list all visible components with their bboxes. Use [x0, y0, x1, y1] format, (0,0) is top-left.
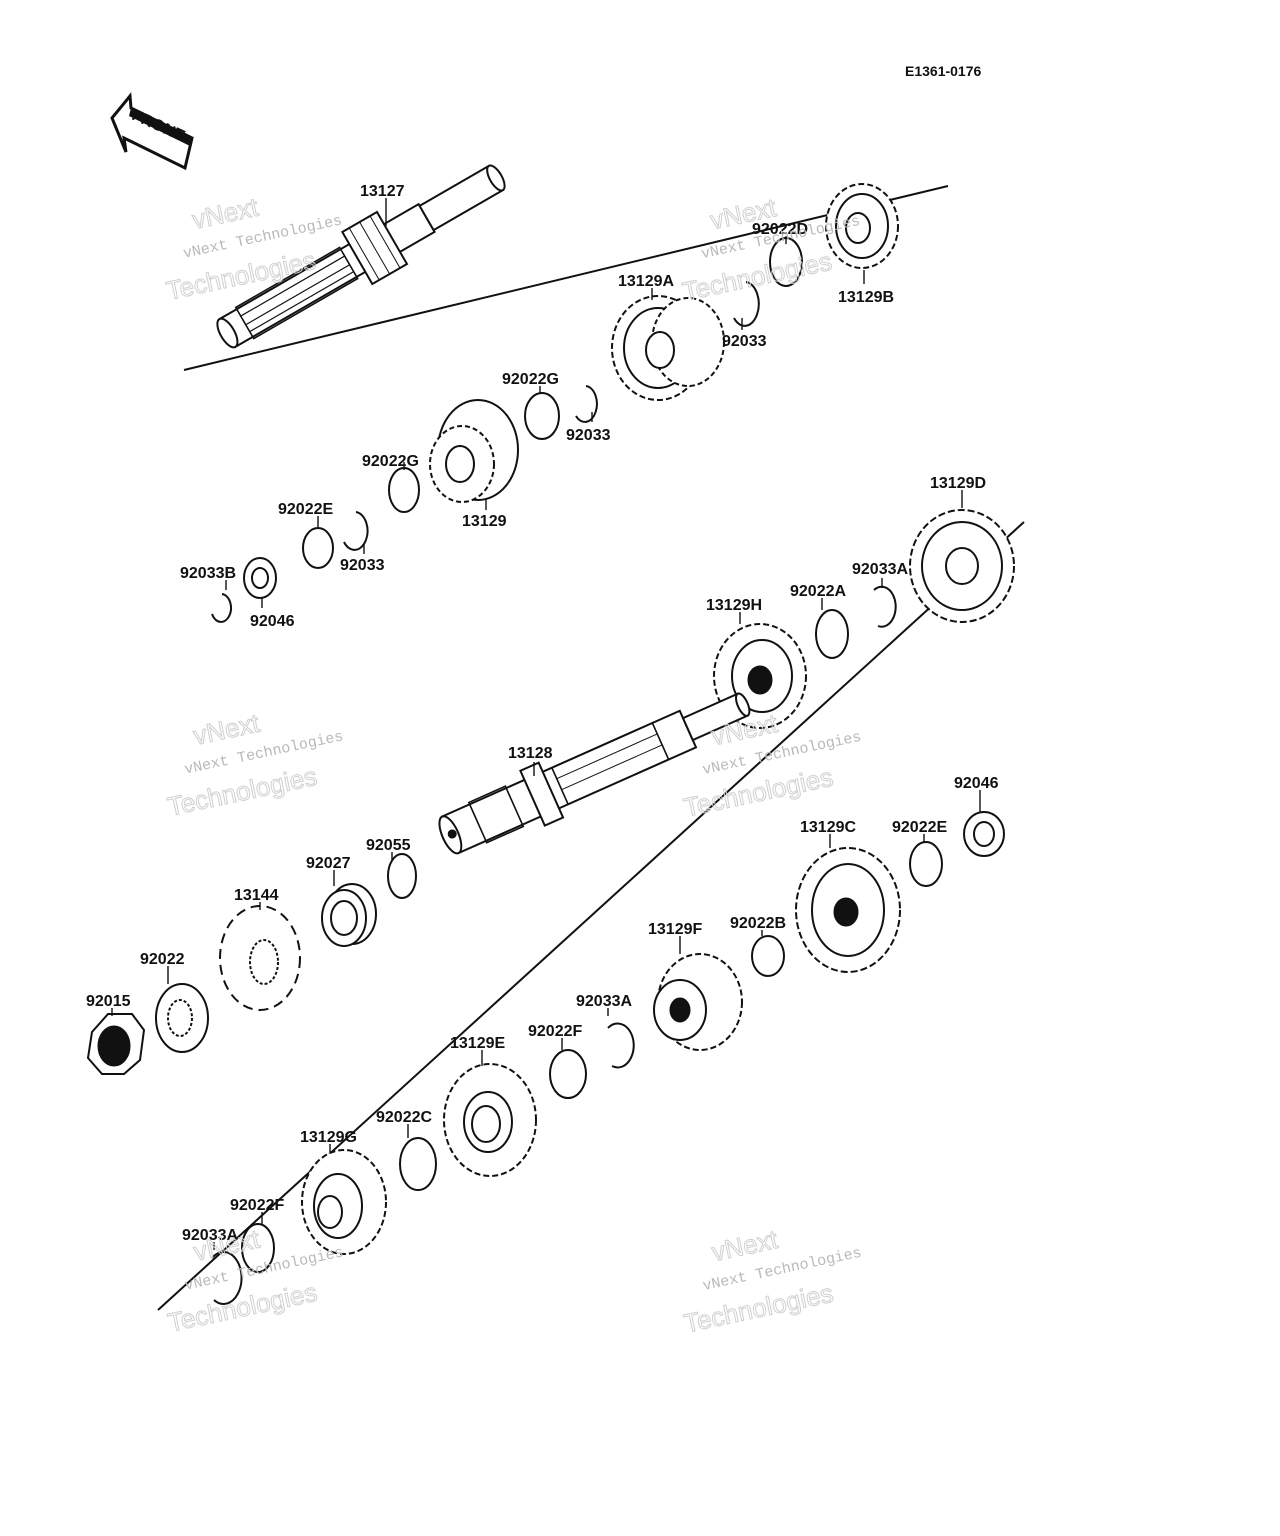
callout-92015: 92015: [86, 993, 131, 1010]
callout-92033-lower: 92033: [340, 557, 385, 574]
part-92033-lower[interactable]: [343, 511, 369, 551]
svg-text:vNext: vNext: [709, 1224, 781, 1267]
callout-92033A-mid: 92033A: [576, 993, 632, 1010]
part-92022C[interactable]: [399, 1137, 437, 1191]
callout-92033-mid: 92033: [566, 427, 611, 444]
part-92022[interactable]: [155, 983, 209, 1053]
callout-13128: 13128: [508, 745, 553, 762]
part-92033-mid[interactable]: [575, 385, 598, 423]
callout-13129B: 13129B: [838, 289, 894, 306]
front-arrow-icon: FRONT: [110, 92, 194, 171]
callout-92033A-upper: 92033A: [852, 561, 908, 578]
part-92033A-mid[interactable]: [607, 1022, 635, 1069]
callout-labels: 13127 92022D 13129A 13129B 92033 92022G …: [86, 183, 999, 1244]
callout-92022D: 92022D: [752, 221, 808, 238]
callout-92022G-lower: 92022G: [362, 453, 419, 470]
part-92046-upper[interactable]: [243, 557, 277, 599]
svg-text:vNext: vNext: [189, 192, 261, 235]
callout-13129E: 13129E: [450, 1035, 505, 1052]
callout-92033B: 92033B: [180, 565, 236, 582]
part-13128[interactable]: [431, 675, 760, 865]
part-13129F[interactable]: [653, 953, 743, 1051]
watermark-bottom-right: vNext vNext Technologies Technologies: [681, 1223, 864, 1339]
callout-92022: 92022: [140, 951, 185, 968]
callout-92033A-lower: 92033A: [182, 1227, 238, 1244]
callout-92022C: 92022C: [376, 1109, 432, 1126]
part-92015[interactable]: [86, 1013, 146, 1075]
callout-13129G: 13129G: [300, 1129, 357, 1146]
part-13129D[interactable]: [909, 509, 1015, 623]
watermark-mid-left: vNext vNext Technologies Technologies: [164, 707, 345, 822]
part-92046-lower[interactable]: [963, 811, 1005, 857]
part-92022F-upper[interactable]: [549, 1049, 587, 1099]
callout-13129C: 13129C: [800, 819, 856, 836]
part-92033-upper[interactable]: [733, 281, 760, 327]
callout-13129F: 13129F: [648, 921, 702, 938]
part-92022A[interactable]: [815, 609, 849, 659]
callout-92027: 92027: [306, 855, 351, 872]
callout-13127: 13127: [360, 183, 405, 200]
part-92033A-upper[interactable]: [873, 585, 897, 628]
callout-92046-lower: 92046: [954, 775, 999, 792]
part-92022E-upper[interactable]: [302, 527, 334, 569]
part-13129[interactable]: [429, 399, 519, 503]
callout-92022A: 92022A: [790, 583, 846, 600]
part-92022B[interactable]: [751, 935, 785, 977]
diagram-code: E1361-0176: [905, 63, 982, 79]
part-13129E[interactable]: [443, 1063, 537, 1177]
part-92055[interactable]: [387, 853, 417, 899]
callout-92022E-lower: 92022E: [892, 819, 947, 836]
leader-lines: [111, 198, 981, 1250]
callout-13144: 13144: [234, 887, 279, 904]
part-92022G-lower[interactable]: [388, 467, 420, 513]
callout-92022F-upper: 92022F: [528, 1023, 582, 1040]
part-13129A[interactable]: [611, 295, 725, 401]
part-92033B[interactable]: [211, 593, 232, 623]
svg-text:vNext: vNext: [191, 708, 263, 751]
callout-13129A: 13129A: [618, 273, 674, 290]
part-92022F-lower[interactable]: [241, 1223, 275, 1273]
callout-13129D: 13129D: [930, 475, 986, 492]
part-13129C[interactable]: [795, 847, 901, 973]
callout-92022E-upper: 92022E: [278, 501, 333, 518]
callout-92033-upper: 92033: [722, 333, 767, 350]
callout-13129H: 13129H: [706, 597, 762, 614]
callout-92055: 92055: [366, 837, 411, 854]
part-92033A-lower[interactable]: [211, 1250, 243, 1305]
part-92022E-lower[interactable]: [909, 841, 943, 887]
part-92027[interactable]: [321, 883, 377, 947]
upper-axis-line: [183, 185, 949, 371]
callout-92022G-upper: 92022G: [502, 371, 559, 388]
part-13127[interactable]: [206, 149, 516, 362]
part-92022G-upper[interactable]: [524, 392, 560, 440]
callout-92022B: 92022B: [730, 915, 786, 932]
lower-axis-line: [157, 521, 1025, 1311]
callout-92046-upper: 92046: [250, 613, 295, 630]
part-13144[interactable]: [219, 905, 301, 1011]
part-13129B[interactable]: [825, 183, 899, 269]
callout-92022F-lower: 92022F: [230, 1197, 284, 1214]
part-13129G[interactable]: [301, 1149, 387, 1255]
callout-13129: 13129: [462, 513, 507, 530]
